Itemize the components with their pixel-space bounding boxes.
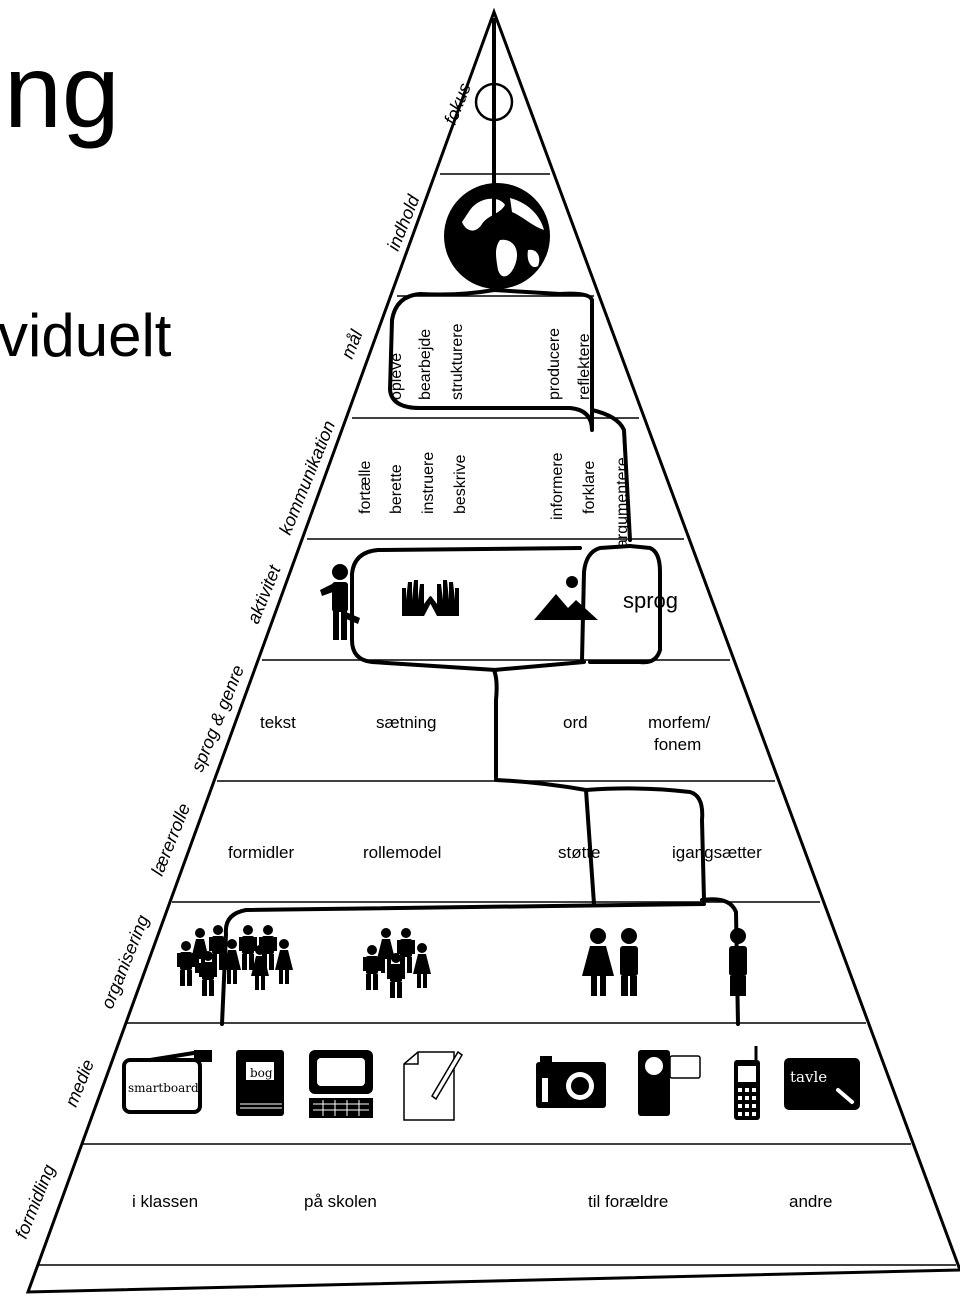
maal-bearbejde: bearbejde <box>417 329 434 400</box>
mobile-phone-icon <box>734 1046 760 1120</box>
hands-icon <box>402 580 459 616</box>
sg-morfem: morfem/ <box>648 713 711 732</box>
sg-tekst: tekst <box>260 713 296 732</box>
tablet-icon: tavle <box>784 1058 860 1110</box>
book-icon: bog <box>236 1050 284 1116</box>
form-andre: andre <box>789 1192 832 1211</box>
computer-icon <box>309 1050 373 1118</box>
title-fragment-1: ng <box>4 34 120 150</box>
sg-ord: ord <box>563 713 588 732</box>
form-paa-skolen: på skolen <box>304 1192 377 1211</box>
komm-fortaelle: fortælle <box>357 461 374 514</box>
smartboard-icon: smartboard <box>122 1050 212 1114</box>
komm-forklare: forklare <box>581 461 598 514</box>
form-i-klassen: i klassen <box>132 1192 198 1211</box>
komm-berette: berette <box>388 464 405 514</box>
globe-icon <box>444 183 550 289</box>
svg-text:bog: bog <box>250 1066 273 1080</box>
lr-igangsaetter: igangsætter <box>672 843 762 862</box>
row-label-maal: mål <box>337 326 367 361</box>
lr-formidler: formidler <box>228 843 294 862</box>
learning-path-overlay <box>220 18 740 1026</box>
row-label-medie: medie <box>61 1057 98 1110</box>
video-camera-icon <box>638 1050 701 1116</box>
maal-reflektere: reflektere <box>576 333 593 400</box>
komm-informere: informere <box>549 452 566 520</box>
sg-saetning: sætning <box>376 713 436 732</box>
lr-stotte: støtte <box>558 843 601 862</box>
svg-text:tavle: tavle <box>790 1068 827 1086</box>
maal-strukturere: strukturere <box>449 323 466 400</box>
komm-instruere: instruere <box>420 452 437 514</box>
svg-text:smartboard: smartboard <box>128 1081 199 1095</box>
komm-beskrive: beskrive <box>452 454 469 514</box>
form-til-foraeldre: til forældre <box>588 1192 668 1211</box>
aktivitet-sprog: sprog <box>623 588 678 613</box>
lr-rollemodel: rollemodel <box>363 843 441 862</box>
paper-pencil-icon <box>403 1050 463 1121</box>
sg-fonem: fonem <box>654 735 701 754</box>
camera-icon <box>536 1056 606 1108</box>
maal-producere: producere <box>546 328 563 400</box>
pair-icon <box>582 928 638 996</box>
title-fragment-2: viduelt <box>0 302 172 369</box>
